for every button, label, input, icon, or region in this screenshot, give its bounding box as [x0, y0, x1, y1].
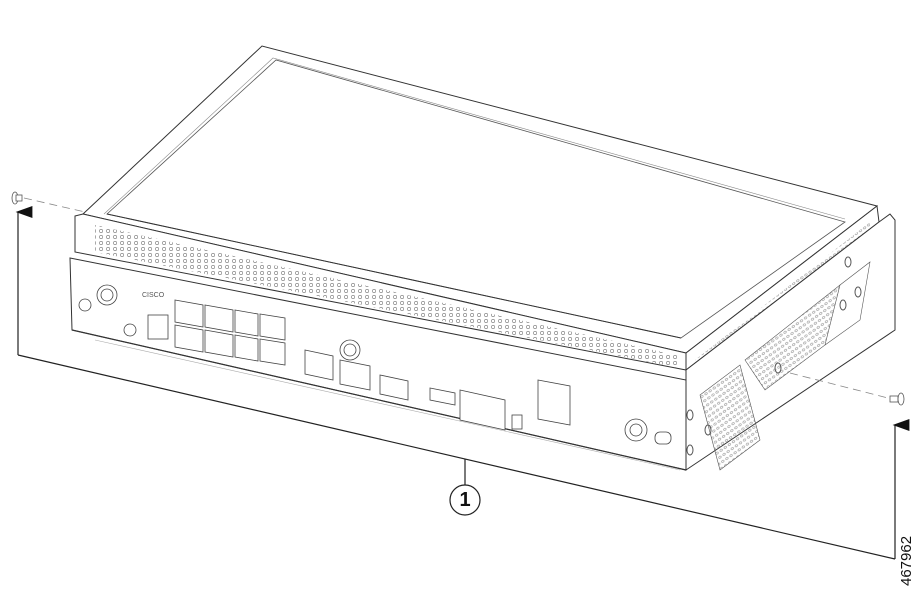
left-screw-icon — [11, 191, 23, 205]
left-alignment-line — [23, 197, 86, 213]
ethernet-ports — [174, 299, 286, 366]
right-alignment-line — [789, 372, 889, 399]
chassis-lower-side — [685, 213, 896, 471]
chassis-top — [81, 45, 879, 354]
callout-number: 1 — [459, 489, 471, 511]
cisco-logo: CISCO — [142, 292, 165, 299]
figure-id: 467962 — [898, 535, 915, 586]
right-screw-icon — [889, 392, 905, 406]
callout-bracket — [15, 206, 910, 560]
front-panel-ports — [78, 284, 672, 445]
callout-circle — [449, 484, 481, 516]
